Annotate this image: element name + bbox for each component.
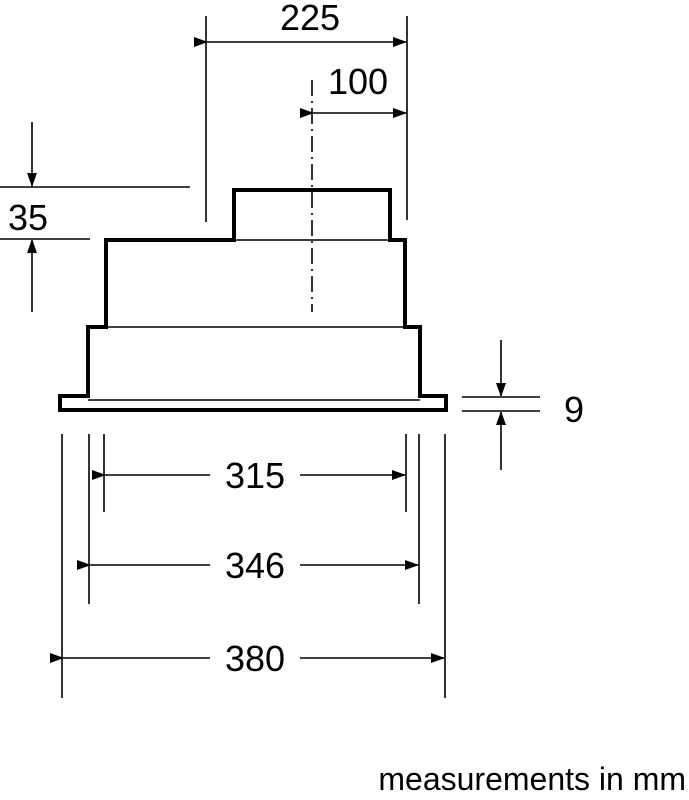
- dim-100-label: 100: [328, 61, 388, 102]
- dim-380: 380: [50, 434, 446, 698]
- dim-315: 315: [92, 434, 407, 512]
- dim-346-label: 346: [225, 545, 285, 586]
- dim-225: 225: [194, 0, 408, 222]
- dim-35: 35: [0, 122, 190, 312]
- dim-100: 100: [300, 61, 407, 118]
- dim-346: 346: [77, 434, 420, 604]
- dim-225-label: 225: [280, 0, 340, 38]
- dim-9-label: 9: [564, 389, 584, 430]
- units-note: measurements in mm: [378, 761, 686, 797]
- device-outline: [58, 188, 448, 412]
- dim-380-label: 380: [225, 638, 285, 679]
- dim-35-label: 35: [8, 197, 48, 238]
- device-body: [58, 188, 448, 412]
- dim-315-label: 315: [225, 455, 285, 496]
- dim-9: 9: [462, 340, 584, 470]
